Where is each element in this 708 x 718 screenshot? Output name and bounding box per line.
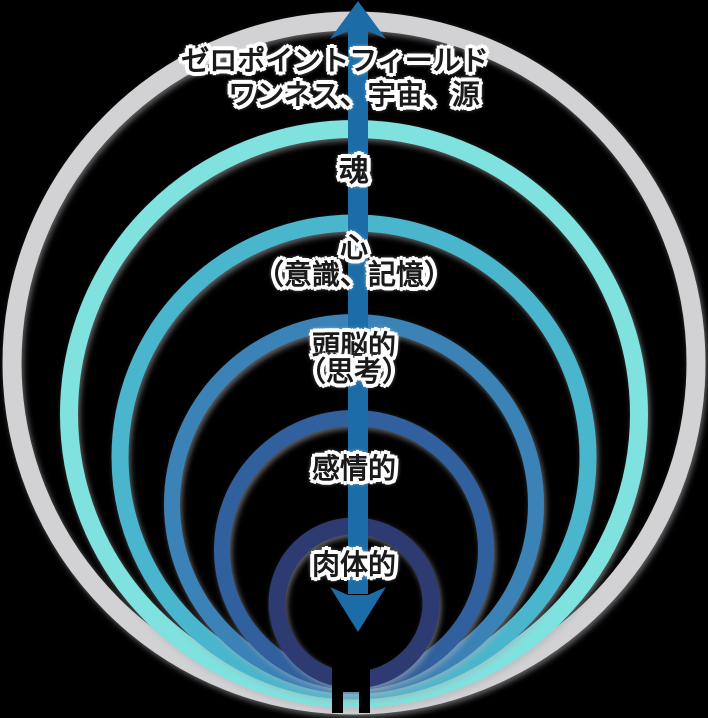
vertical-double-arrow-icon xyxy=(330,1,386,632)
label-mind-line2: （意識、記憶） xyxy=(255,258,452,291)
label-intellect-line2: （思考） xyxy=(297,355,410,388)
arrow-shaft xyxy=(348,26,368,594)
label-emotional: 感情的 xyxy=(311,452,396,485)
label-intellect-line1: 頭脳的 xyxy=(311,329,396,362)
label-soul: 魂 xyxy=(339,154,369,189)
label-physical: 肉体的 xyxy=(311,548,396,581)
person-silhouette xyxy=(332,655,370,713)
label-mind-line1: 心 xyxy=(339,231,368,264)
arrow-up-head-icon xyxy=(330,1,386,39)
label-zero-point-field-line2: ワンネス、宇宙、源 xyxy=(228,78,480,111)
label-zero-point-field-line1: ゼロポイントフィールド xyxy=(181,44,489,77)
arrow-down-head-icon xyxy=(330,587,386,632)
